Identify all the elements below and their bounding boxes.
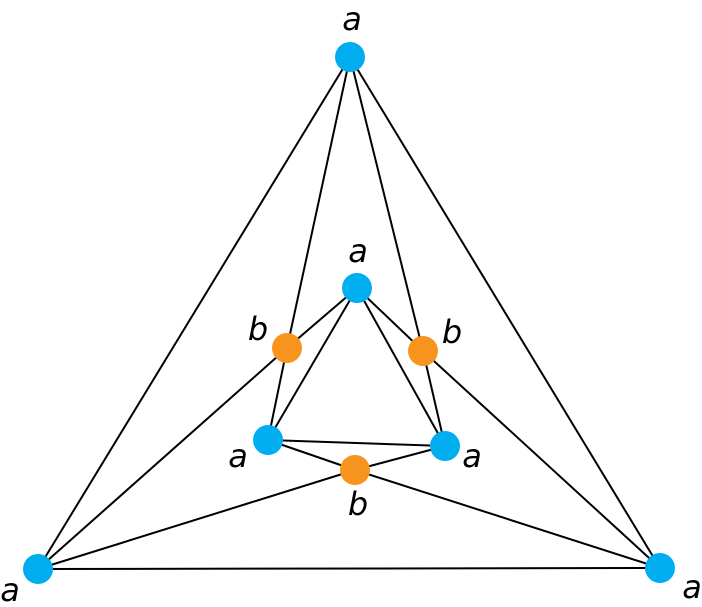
node-label-inner-left: a (228, 437, 248, 475)
node-label-outer-top: a (342, 0, 362, 38)
edge-outer-left-to-outer-right (37, 567, 661, 570)
node-label-outer-right: a (682, 568, 702, 606)
nodes-layer (23, 42, 675, 584)
node-label-mid-left: b (248, 310, 268, 348)
node-outer-top (335, 42, 365, 72)
node-inner-left (253, 425, 283, 455)
edge-outer-right-to-mid-right (422, 350, 661, 569)
edge-outer-top-to-outer-right (349, 56, 661, 569)
edge-inner-right-to-mid-bottom (354, 445, 446, 471)
edge-outer-left-to-mid-left (37, 347, 288, 570)
node-label-inner-top: a (348, 232, 368, 270)
node-outer-left (23, 554, 53, 584)
edge-outer-top-to-mid-right (349, 56, 424, 352)
node-mid-left (272, 333, 302, 363)
edge-outer-left-to-mid-bottom (37, 469, 356, 570)
edge-inner-left-to-inner-right (267, 439, 446, 447)
edge-outer-right-to-mid-bottom (354, 469, 661, 569)
node-mid-bottom (340, 455, 370, 485)
node-inner-top (342, 273, 372, 303)
edges-layer (37, 56, 661, 570)
edge-outer-top-to-outer-left (37, 56, 351, 570)
node-mid-right (408, 336, 438, 366)
edge-inner-top-to-mid-right (356, 287, 424, 352)
edge-inner-left-to-mid-left (267, 347, 288, 441)
edge-inner-right-to-mid-right (422, 350, 446, 447)
node-label-mid-bottom: b (348, 485, 368, 523)
edge-inner-left-to-mid-bottom (267, 439, 356, 471)
node-inner-right (430, 431, 460, 461)
node-label-outer-left: a (0, 571, 20, 607)
edge-inner-top-to-inner-right (356, 287, 446, 447)
edge-inner-top-to-mid-left (286, 287, 358, 349)
edge-inner-top-to-inner-left (267, 287, 358, 441)
node-label-mid-right: b (442, 313, 462, 351)
node-label-inner-right: a (462, 437, 482, 475)
edge-outer-top-to-mid-left (286, 56, 351, 349)
node-outer-right (645, 553, 675, 583)
